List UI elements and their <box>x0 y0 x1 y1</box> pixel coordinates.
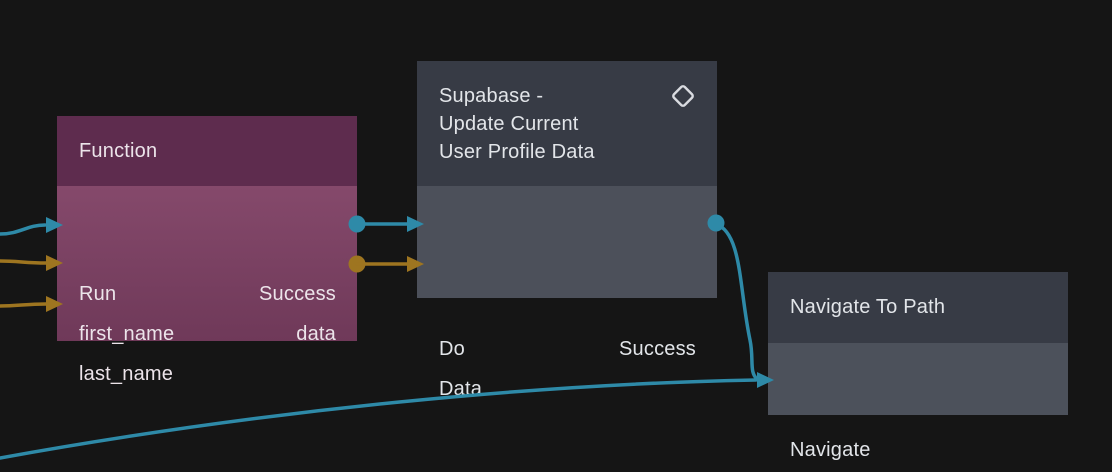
node-function[interactable]: Function Run first_name last_name Succes… <box>57 116 357 385</box>
wire-success-to-navigate[interactable] <box>714 222 759 381</box>
node-supabase-header[interactable]: Supabase - Update Current User Profile D… <box>417 61 717 186</box>
node-navigate-header[interactable]: Navigate To Path <box>768 272 1068 343</box>
wire-bottom-to-navigate[interactable] <box>0 378 758 460</box>
input-port-run[interactable]: Run <box>79 283 117 305</box>
node-navigate-body: Navigate <box>768 343 1068 461</box>
title-line: Supabase - <box>439 85 544 107</box>
wire-to-run[interactable] <box>0 223 47 236</box>
input-port-last-name[interactable]: last_name <box>79 363 174 385</box>
node-supabase-update-profile[interactable]: Supabase - Update Current User Profile D… <box>417 61 717 400</box>
node-title: Navigate To Path <box>790 296 946 318</box>
input-port-do[interactable]: Do <box>439 338 465 360</box>
output-port-success[interactable]: Success <box>619 338 696 360</box>
diamond-icon <box>672 85 694 107</box>
title-line: Update Current <box>439 113 579 135</box>
node-supabase-body: Do Data Success <box>417 186 717 400</box>
input-port-data[interactable]: Data <box>439 378 483 400</box>
node-title: Function <box>79 140 158 162</box>
input-port-navigate[interactable]: Navigate <box>790 439 871 461</box>
node-title: Supabase - Update Current User Profile D… <box>439 82 649 166</box>
output-port-success[interactable]: Success <box>259 283 336 305</box>
wire-to-last-name[interactable] <box>0 302 48 308</box>
node-function-header[interactable]: Function <box>57 116 357 186</box>
input-port-first-name[interactable]: first_name <box>79 323 175 345</box>
output-port-data[interactable]: data <box>296 323 336 345</box>
node-function-body: Run first_name last_name Success data <box>57 186 357 385</box>
wire-to-first-name[interactable] <box>0 259 48 265</box>
title-line: User Profile Data <box>439 141 595 163</box>
node-navigate-to-path[interactable]: Navigate To Path Navigate <box>768 272 1068 461</box>
